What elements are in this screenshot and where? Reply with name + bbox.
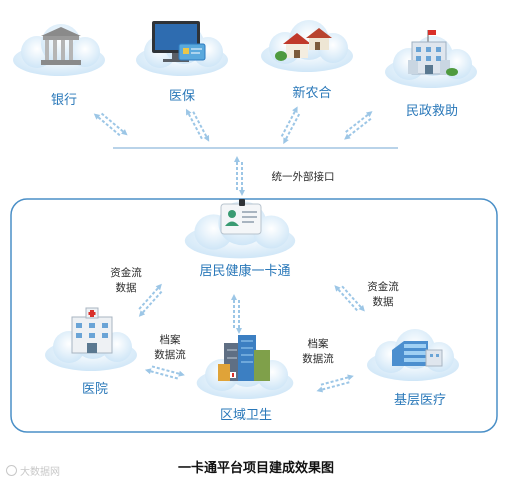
arrow-center-clinic [331,278,369,318]
arrow-bank-bus [90,106,131,143]
right-archive-flow-line2: 数据流 [302,353,334,366]
health-card-node [184,199,296,259]
left-fund-flow-line2: 数据 [115,282,137,295]
right-fund-flow-line1: 资金流 [367,281,399,293]
right-archive-flow-line1: 档案 [307,338,329,350]
bank-label: 银行 [50,93,78,108]
figure-caption: 一卡通平台项目建成效果图 [177,461,335,476]
government-building-icon [408,30,458,76]
interface-label: 统一外部接口 [271,171,335,183]
bank-icon [41,27,81,65]
clinic-label: 基层医疗 [393,393,447,408]
right-fund-flow-line2: 数据 [372,296,394,309]
left-fund-flow: 资金流 数据 [110,266,142,296]
arrow-coop-bus [275,103,306,147]
hospital-node [45,307,137,371]
left-fund-flow-line1: 资金流 [110,267,142,279]
insurance-label: 医保 [168,89,196,104]
left-archive-flow-line2: 数据流 [154,349,186,362]
arrow-center-region [230,293,243,335]
bank-node [13,24,105,76]
left-archive-flow-line1: 档案 [159,334,181,346]
medical-insurance-node [136,21,228,76]
computer-card-icon [152,21,206,62]
health-card-label: 居民健康一卡通 [199,264,291,279]
arrow-insurance-bus [182,103,213,147]
hospital-icon [71,307,113,354]
arrow-hospital-region [143,360,187,384]
right-fund-flow: 资金流 数据 [367,280,399,310]
watermark: 大数据网 [6,463,60,478]
arrow-civil-bus [338,107,379,144]
arrow-region-clinic [313,371,357,395]
hospital-label: 医院 [81,382,109,397]
civil-aid-label: 民政救助 [405,104,459,119]
arrow-bus-center [233,155,246,197]
right-archive-flow: 档案 数据流 [302,337,334,367]
city-buildings-icon [218,335,270,381]
clinic-node [367,329,459,381]
left-archive-flow: 档案 数据流 [154,333,186,363]
civil-aid-node [385,30,477,88]
clinic-buildings-icon [392,341,443,367]
health-card-icon [220,199,262,235]
region-health-node [196,335,294,399]
region-health-label: 区域卫生 [219,408,273,423]
rural-coop-node [261,20,353,72]
houses-icon [275,28,332,61]
rural-coop-label: 新农合 [292,86,332,101]
platform-frame [10,198,498,433]
watermark-text: 大数据网 [20,467,60,478]
watermark-logo-icon [6,465,17,476]
